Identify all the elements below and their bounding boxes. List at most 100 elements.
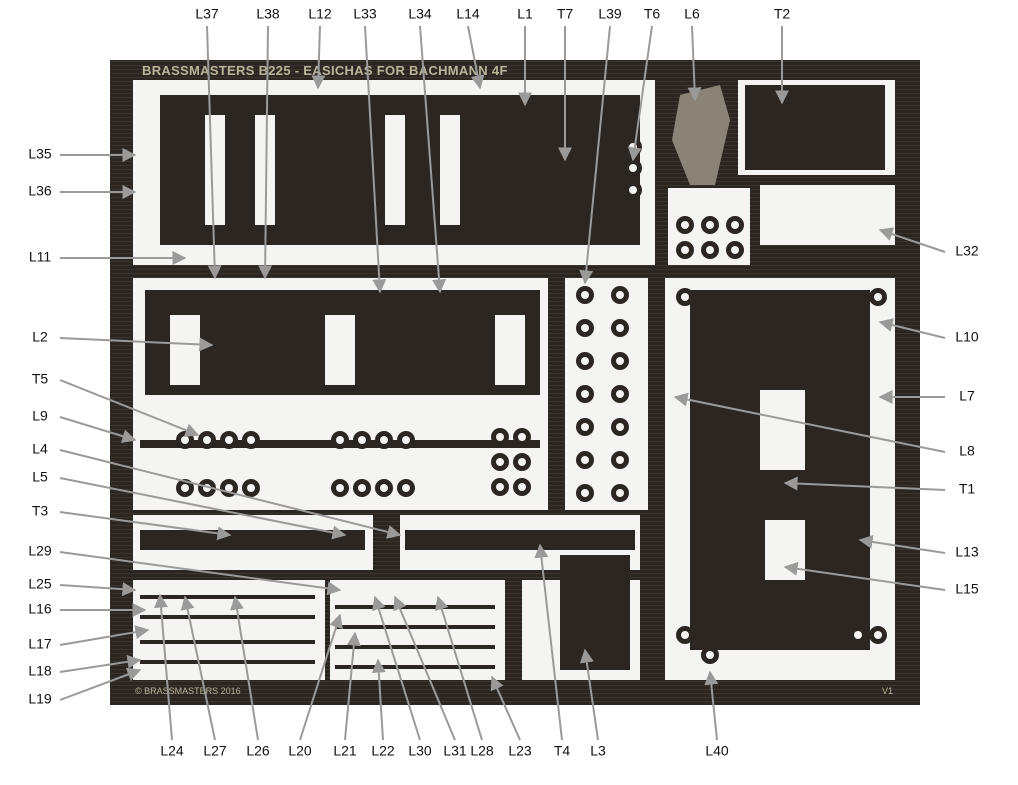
part-label: T5	[32, 371, 49, 387]
leader-line	[371, 658, 386, 741]
leader-line	[59, 582, 137, 597]
fret-title: BRASSMASTERS B225 - EASICHAS FOR BACHMAN…	[142, 63, 508, 78]
part-label: L11	[29, 249, 52, 265]
washer-hole	[247, 484, 255, 492]
etched-part	[140, 640, 315, 644]
leader-line	[435, 595, 483, 741]
fret-panel	[760, 185, 895, 245]
etched-part	[140, 615, 315, 619]
washer-hole	[681, 246, 689, 254]
leader-line	[579, 648, 599, 741]
washer-hole	[358, 436, 366, 444]
part-label: L40	[705, 743, 729, 759]
part-label: L19	[28, 691, 52, 707]
brass-fret: BRASSMASTERS B225 - EASICHAS FOR BACHMAN…	[110, 60, 920, 705]
part-label: T7	[557, 6, 574, 22]
washer-hole	[616, 423, 624, 431]
part-label: L17	[28, 636, 52, 652]
washer-hole	[629, 186, 637, 194]
part-label: T1	[959, 481, 976, 497]
leader-line	[59, 654, 142, 673]
cutout	[385, 115, 405, 225]
part-label: L33	[353, 6, 377, 22]
washer-hole	[681, 631, 689, 639]
washer-hole	[336, 436, 344, 444]
washer-hole	[731, 221, 739, 229]
cutout	[205, 115, 225, 225]
etched-part	[335, 665, 495, 669]
part-label: L15	[955, 581, 979, 597]
part-label: L20	[288, 743, 312, 759]
leader-line	[878, 318, 946, 339]
etched-part	[335, 605, 495, 609]
leader-line	[783, 476, 946, 491]
part-label: L32	[955, 243, 979, 259]
leader-line	[59, 625, 150, 646]
part-label: L28	[470, 743, 494, 759]
leader-line	[393, 595, 456, 741]
part-label: L9	[32, 408, 48, 424]
part-label: L36	[28, 183, 52, 199]
etched-part	[405, 530, 635, 550]
leader-line	[258, 25, 273, 280]
cutout	[495, 315, 525, 385]
washer-hole	[616, 324, 624, 332]
part-label: L1	[517, 6, 533, 22]
leader-line	[878, 227, 946, 253]
fret-copyright: © BRASSMASTERS 2016	[135, 686, 241, 696]
part-label: L22	[371, 743, 395, 759]
cutout	[440, 115, 460, 225]
part-label: L34	[408, 6, 432, 22]
leader-line	[59, 416, 137, 443]
washer-hole	[336, 484, 344, 492]
washer-hole	[225, 484, 233, 492]
leader-line	[154, 593, 173, 741]
washer-hole	[616, 456, 624, 464]
washer-hole	[616, 390, 624, 398]
washer-hole	[496, 458, 504, 466]
washer-hole	[380, 484, 388, 492]
part-label: L27	[203, 743, 227, 759]
part-label: L2	[32, 329, 48, 345]
washer-hole	[358, 484, 366, 492]
part-label: L18	[28, 663, 52, 679]
washer-hole	[402, 436, 410, 444]
cutout	[255, 115, 275, 225]
part-label: L31	[443, 743, 467, 759]
part-label: L4	[32, 441, 48, 457]
part-label: L26	[246, 743, 270, 759]
part-label: T2	[774, 6, 791, 22]
washer-hole	[496, 433, 504, 441]
washer-hole	[203, 436, 211, 444]
leader-line	[59, 449, 402, 539]
washer-hole	[706, 221, 714, 229]
part-label: L13	[955, 544, 979, 560]
leader-line	[534, 543, 563, 741]
washer-hole	[581, 291, 589, 299]
leader-line	[419, 25, 447, 294]
etched-part	[140, 660, 315, 664]
part-label: L38	[256, 6, 280, 22]
part-label: T6	[644, 6, 661, 22]
etched-part	[335, 625, 495, 629]
part-label: L37	[195, 6, 219, 22]
washer-hole	[581, 324, 589, 332]
washer-hole	[874, 293, 882, 301]
leader-line	[673, 392, 946, 453]
washer-hole	[581, 456, 589, 464]
washer-hole	[518, 433, 526, 441]
part-label: L24	[160, 743, 184, 759]
leader-line	[344, 631, 361, 741]
washer-hole	[402, 484, 410, 492]
leader-line	[311, 25, 326, 90]
part-label: L10	[955, 329, 979, 345]
washer-hole	[581, 489, 589, 497]
leader-line	[783, 561, 946, 591]
washer-hole	[616, 357, 624, 365]
part-label: L25	[28, 576, 52, 592]
fret-parts	[140, 85, 887, 670]
leader-line	[59, 511, 232, 541]
washer-hole	[706, 246, 714, 254]
leader-line	[364, 25, 387, 294]
